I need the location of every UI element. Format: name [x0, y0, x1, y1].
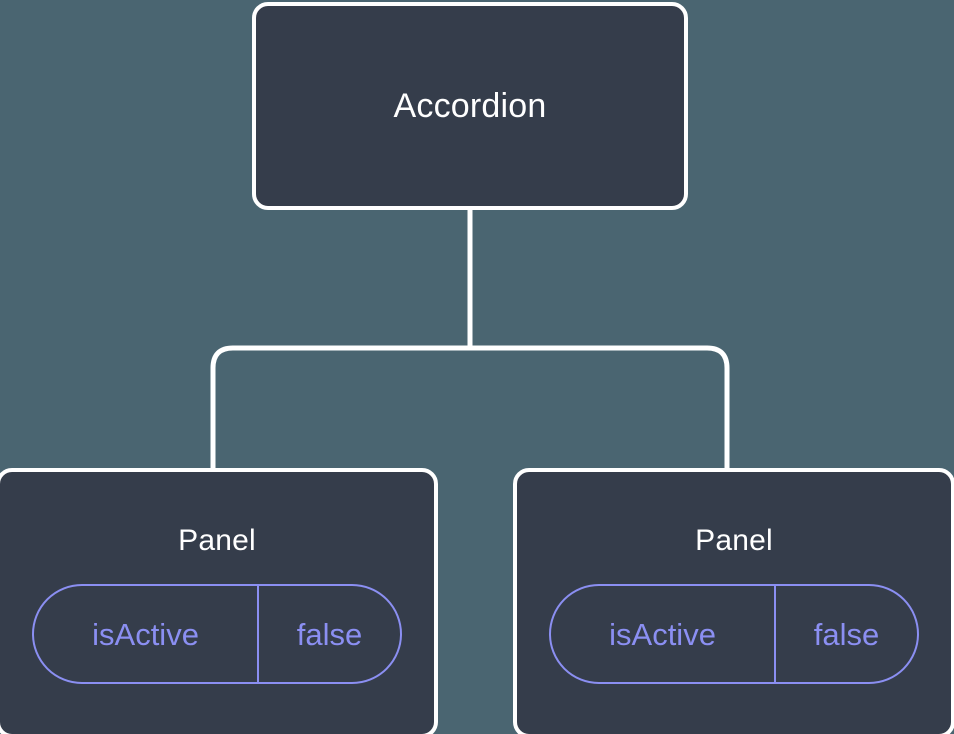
prop-key: isActive	[34, 586, 260, 682]
node-label: Panel	[695, 524, 773, 557]
node-label: Panel	[178, 524, 256, 557]
prop-pill[interactable]: isActive false	[549, 584, 919, 684]
tree-node-panel-1[interactable]: Panel isActive false	[0, 468, 438, 734]
connector-bus	[210, 345, 730, 468]
tree-node-panel-2[interactable]: Panel isActive false	[513, 468, 954, 734]
tree-node-accordion[interactable]: Accordion	[252, 2, 688, 210]
prop-key: isActive	[551, 586, 777, 682]
prop-value: false	[813, 616, 880, 652]
prop-pill[interactable]: isActive false	[32, 584, 402, 684]
prop-value: false	[296, 616, 363, 652]
node-label: Accordion	[393, 87, 547, 125]
